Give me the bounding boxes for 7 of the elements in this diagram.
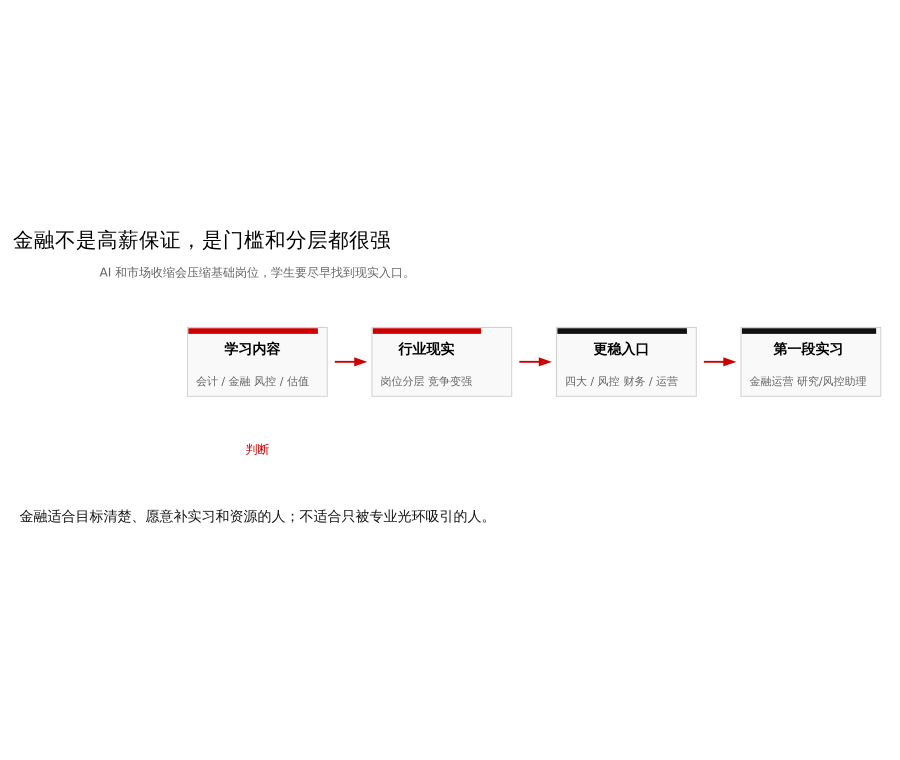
label: AI 和市场收缩会压缩基础岗位，学生要尽早找到现实入口。 [99,264,416,279]
label: 金融适合目标清楚、愿意补实习和资源的人；不适合只被专业光环吸引的人。 [19,508,496,524]
diagram-title: 金融不是高薪保证，是门槛和分层都很强 [12,227,391,252]
arrow [519,356,552,366]
arrow [704,356,736,366]
arrow [334,356,368,366]
label: 判断 [245,442,270,456]
